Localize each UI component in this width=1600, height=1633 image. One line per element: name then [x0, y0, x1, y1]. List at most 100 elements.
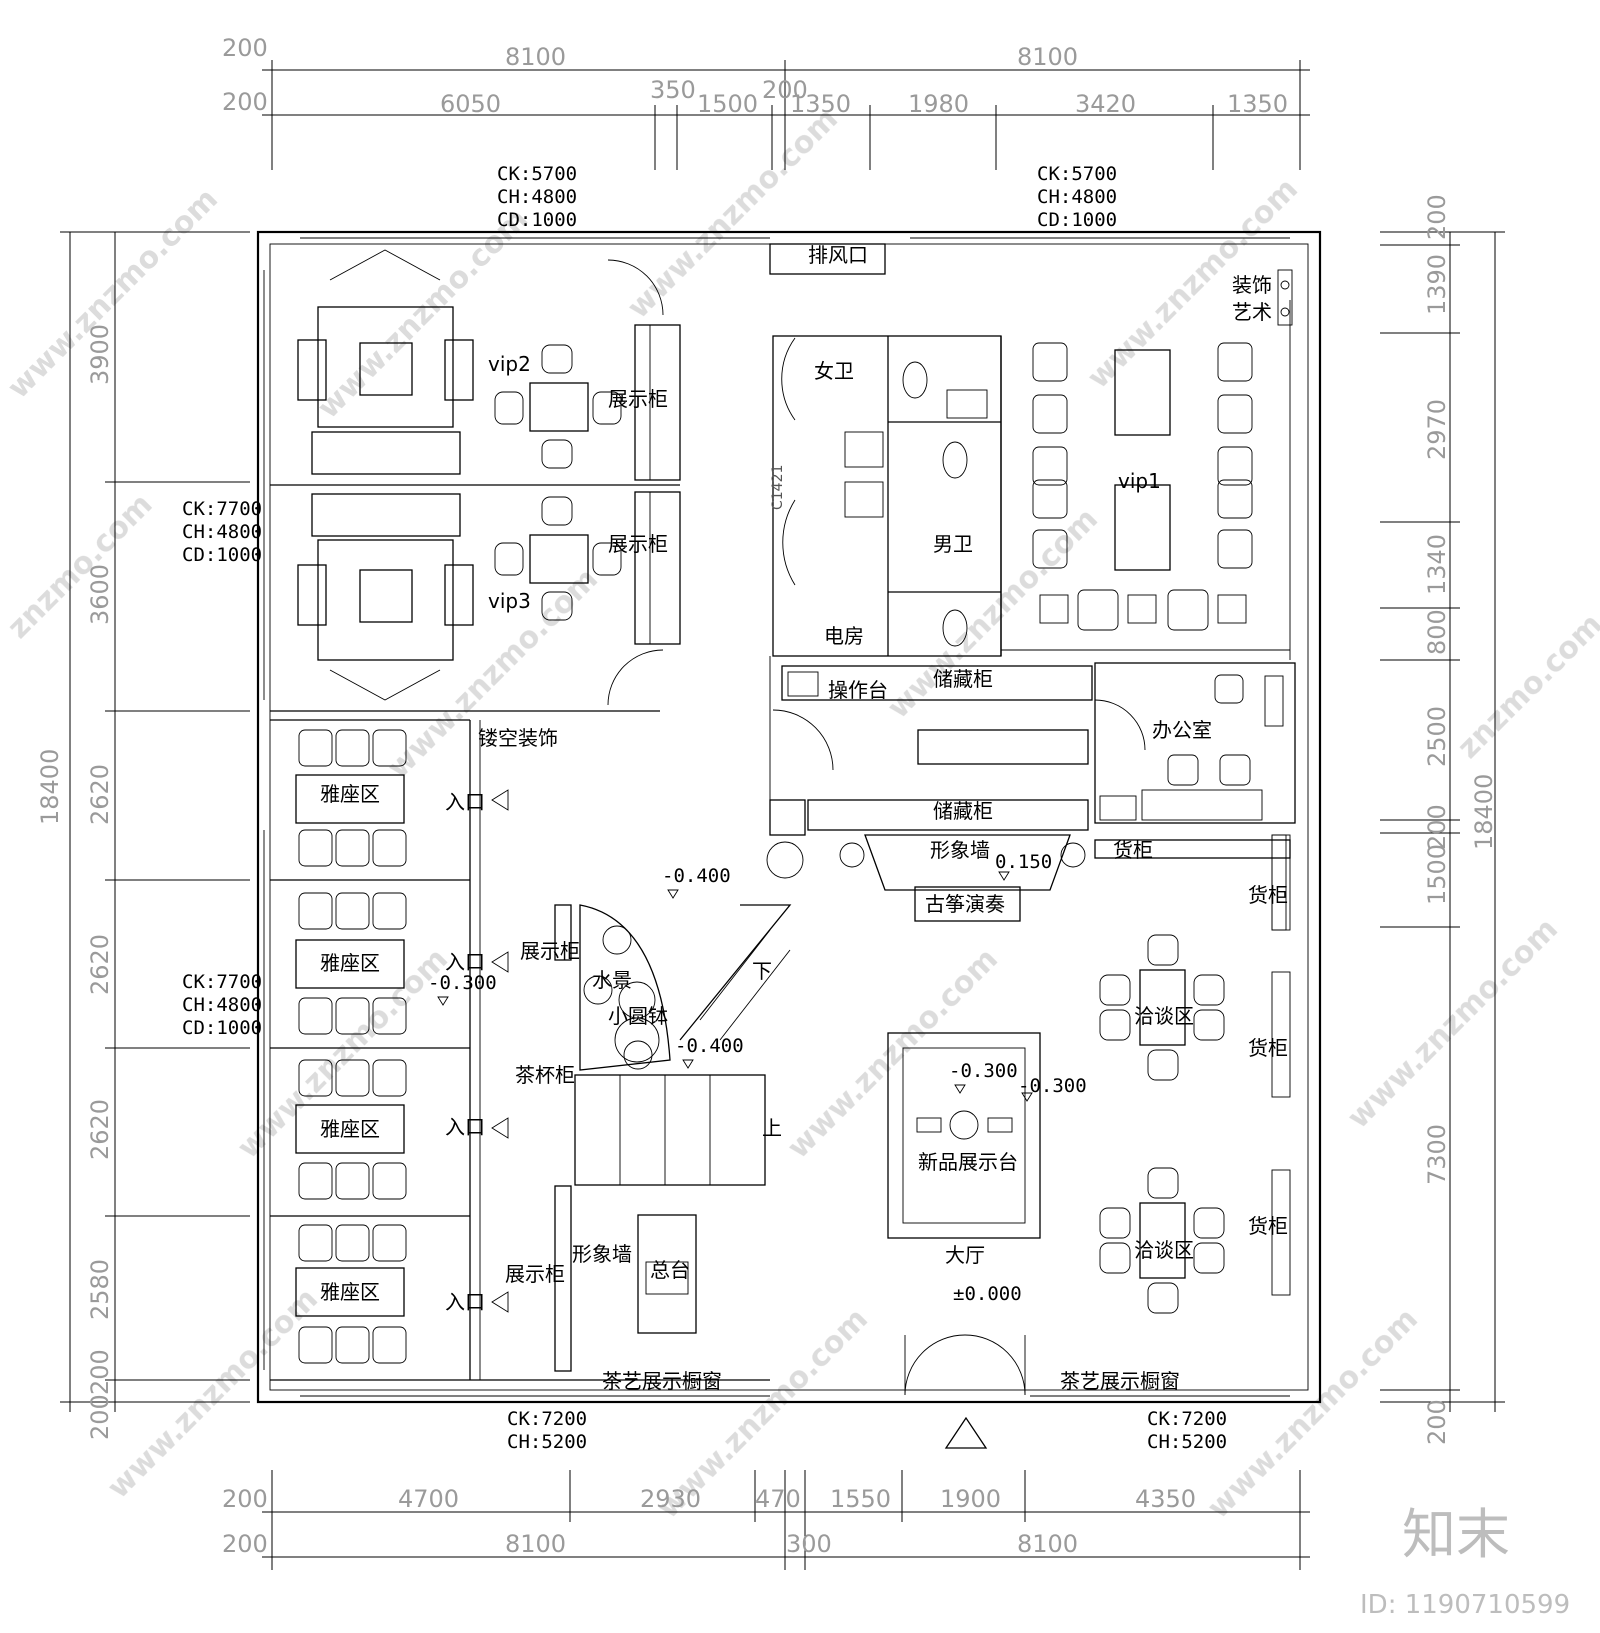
label-guzheng: 古筝演奏 — [925, 892, 1005, 916]
dim-left: 200 — [86, 1349, 114, 1395]
dim-bottom: 4700 — [398, 1485, 459, 1513]
level-label: -0.400 — [675, 1035, 744, 1057]
dim-top-total: 8100 — [1017, 43, 1078, 71]
label-vip2: vip2 — [488, 352, 531, 376]
dim-top-detail: 6050 — [440, 90, 501, 118]
label-goods-cabinet: 货柜 — [1113, 838, 1153, 862]
label-image-wall: 形象墙 — [930, 838, 990, 862]
dim-right: 1390 — [1423, 254, 1451, 315]
spec-line: CK:7700 — [182, 498, 262, 520]
watermark-text: znzmo.com — [1, 487, 160, 646]
brand-logo: 知末 — [1402, 1503, 1510, 1566]
spec-line: CH:4800 — [497, 186, 577, 208]
label-hall: 大厅 — [945, 1243, 985, 1267]
label-front-desk: 总台 — [650, 1258, 690, 1282]
label-tea-display-window: 茶艺展示橱窗 — [1060, 1369, 1180, 1393]
spec-line: CD:1000 — [182, 544, 262, 566]
dim-right: 1340 — [1423, 534, 1451, 595]
label-water-feature: 水景 — [592, 968, 632, 992]
dim-top-detail: 3420 — [1075, 90, 1136, 118]
label-storage-cabinet: 储藏柜 — [933, 667, 993, 691]
dim-top-detail: 1500 — [697, 90, 758, 118]
seating-zones — [270, 719, 770, 1381]
dim-bottom: 2930 — [640, 1485, 701, 1513]
dim-left-total: 18400 — [36, 749, 64, 825]
watermark-text: www.znzmo.com — [1341, 912, 1565, 1136]
watermark-text: www.znzmo.com — [881, 502, 1105, 726]
watermark-text: www.znzmo.com — [101, 1282, 325, 1506]
dim-right: 200 — [1423, 1399, 1451, 1445]
label-negotiation-area: 洽谈区 — [1134, 1004, 1194, 1028]
label-entrance: 入口 — [445, 950, 485, 974]
level-labels: -0.400 0.150 -0.300 -0.400 -0.300 -0.300… — [428, 851, 1087, 1305]
spec-line: CK:5700 — [1037, 163, 1117, 185]
window-spec-top-right: CK:5700 CH:4800 CD:1000 — [1037, 163, 1117, 231]
spec-line: CK:7200 — [1147, 1408, 1227, 1430]
dim-top-offset: 200 — [222, 34, 268, 62]
dim-bottom: 1900 — [940, 1485, 1001, 1513]
dim-left: 3600 — [86, 564, 114, 625]
brand-watermark: 知末 ID: 1190710599 — [1360, 1503, 1570, 1620]
level-label: -0.300 — [1018, 1075, 1087, 1097]
label-new-product-display: 新品展示台 — [918, 1150, 1018, 1174]
label-stairs-up: 上 — [762, 1116, 782, 1140]
label-small-bowl: 小圆钵 — [608, 1004, 668, 1028]
dim-right: 2500 — [1423, 706, 1451, 767]
label-exhaust: 排风口 — [808, 243, 868, 267]
label-hollow-decoration: 镂空装饰 — [478, 726, 558, 750]
level-label: -0.400 — [662, 865, 731, 887]
vip-rooms — [270, 249, 681, 712]
label-office: 办公室 — [1152, 718, 1212, 742]
label-display-cabinet: 展示柜 — [608, 532, 668, 556]
dim-left: 2620 — [86, 934, 114, 995]
label-image-wall: 形象墙 — [572, 1242, 632, 1266]
dim-top-detail: 1980 — [908, 90, 969, 118]
left-dimensions: 18400 3900 3600 2620 2620 2620 2580 200 … — [36, 231, 250, 1440]
label-elegant-seating: 雅座区 — [320, 951, 380, 975]
watermark-text: znzmo.com — [1451, 607, 1600, 766]
window-spec-left-lower: CK:7700 CH:4800 CD:1000 — [182, 971, 262, 1039]
label-entrance: 入口 — [445, 1115, 485, 1139]
dim-left: 2620 — [86, 764, 114, 825]
dim-bottom: 1550 — [830, 1485, 891, 1513]
dim-right: 200 — [1423, 194, 1451, 240]
window-spec-left-upper: CK:7700 CH:4800 CD:1000 — [182, 498, 262, 566]
bottom-dimensions: 200 4700 2930 470 1550 1900 4350 200 810… — [222, 1470, 1310, 1570]
label-electric-room: 电房 — [824, 624, 864, 648]
window-spec-bottom-left: CK:7200 CH:5200 — [507, 1408, 587, 1453]
image-wall-zone — [769, 799, 1291, 931]
outer-walls — [256, 230, 1322, 1404]
label-vip1: vip1 — [1118, 469, 1161, 493]
label-entrance: 入口 — [445, 790, 485, 814]
level-label: -0.300 — [949, 1060, 1018, 1082]
dim-bottom: 200 — [222, 1485, 268, 1513]
spec-line: CH:4800 — [1037, 186, 1117, 208]
label-elegant-seating: 雅座区 — [320, 782, 380, 806]
label-vip3: vip3 — [488, 589, 531, 613]
dim-bottom-total: 200 — [222, 1530, 268, 1558]
label-deco-art: 艺术 — [1232, 300, 1272, 324]
spec-line: CH:4800 — [182, 521, 262, 543]
dim-top-detail: 200 — [762, 76, 808, 104]
level-label: -0.300 — [428, 972, 497, 994]
dim-bottom-total: 8100 — [1017, 1530, 1078, 1558]
label-work-counter: 操作台 — [828, 678, 888, 702]
spec-line: CD:1000 — [1037, 209, 1117, 231]
label-display-cabinet: 展示柜 — [505, 1262, 565, 1286]
dim-right: 2970 — [1423, 399, 1451, 460]
dim-left: 2620 — [86, 1099, 114, 1160]
vip1-room — [1001, 300, 1291, 660]
label-elegant-seating: 雅座区 — [320, 1280, 380, 1304]
spec-line: CH:4800 — [182, 994, 262, 1016]
watermark-text: www.znzmo.com — [1201, 1302, 1425, 1526]
level-markers — [437, 871, 1033, 1102]
dim-right: 1500 — [1423, 844, 1451, 905]
dim-right: 7300 — [1423, 1124, 1451, 1185]
dim-left: 3900 — [86, 324, 114, 385]
top-dimensions: 200 200 8100 8100 6050 350 1500 200 1350… — [222, 34, 1310, 170]
spec-line: CK:7200 — [507, 1408, 587, 1430]
label-display-cabinet: 展示柜 — [608, 387, 668, 411]
room-labels: vip2 vip3 展示柜 展示柜 排风口 装饰 艺术 女卫 C1421 男卫 … — [320, 243, 1288, 1393]
label-elegant-seating: 雅座区 — [320, 1117, 380, 1141]
